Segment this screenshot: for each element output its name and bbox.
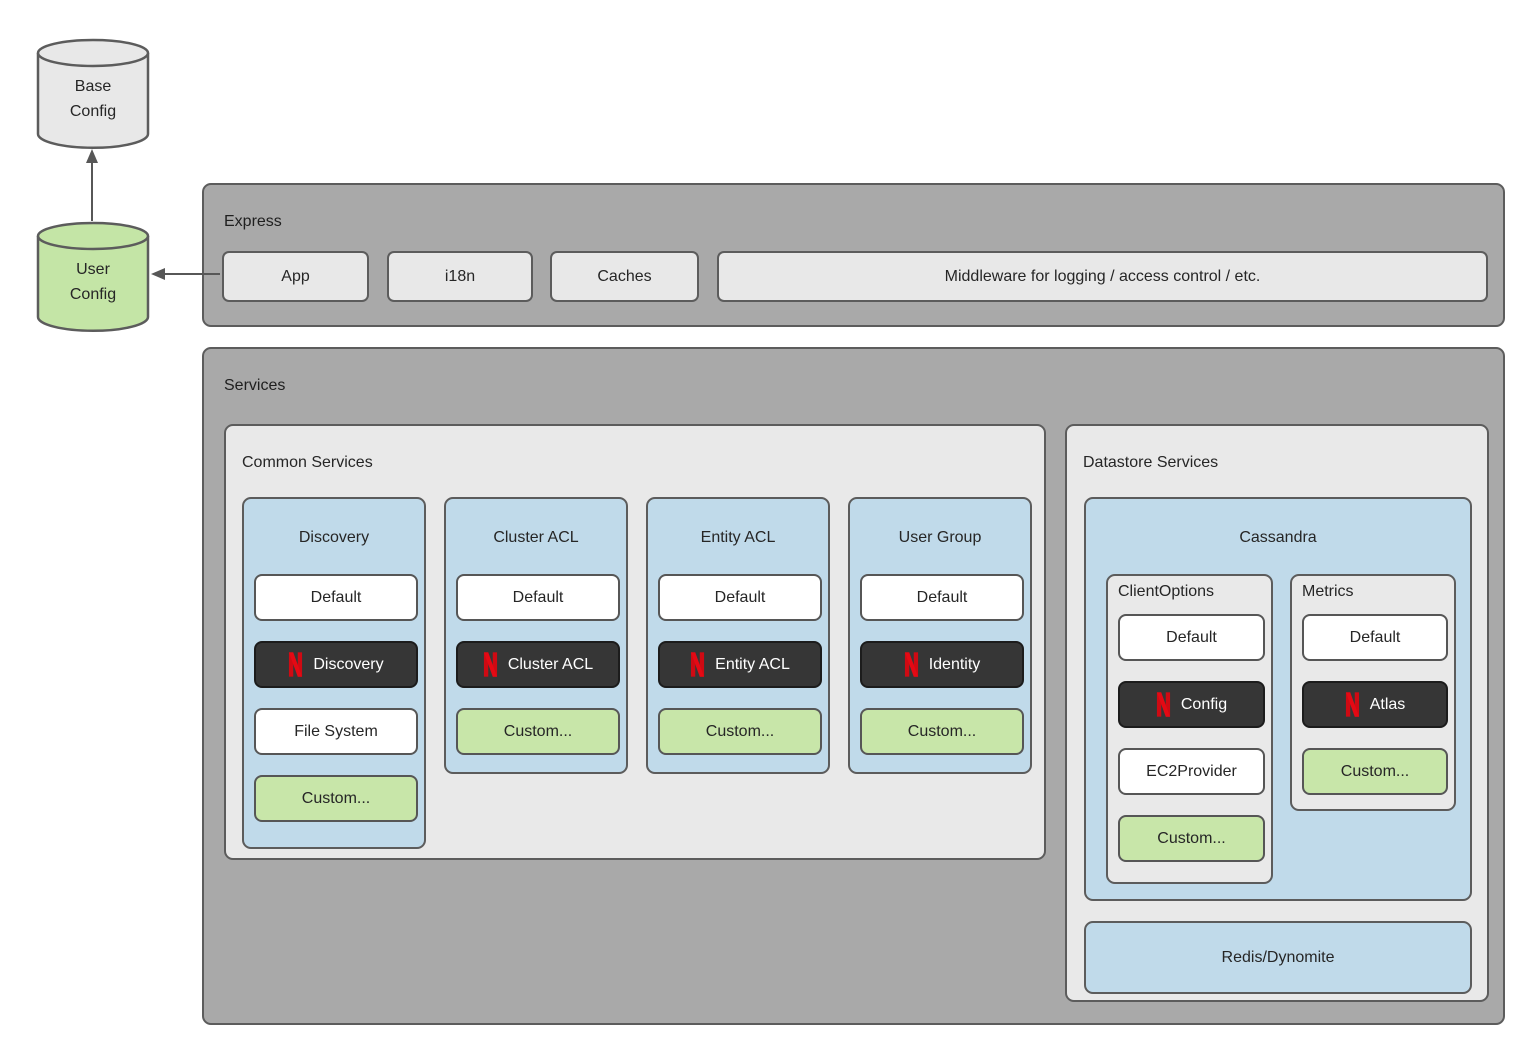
services-label: Services <box>224 377 286 394</box>
discovery-item-custom: Custom... <box>254 775 418 822</box>
netflix-n-icon <box>289 652 303 677</box>
clientoptions-item-config: Config <box>1118 681 1265 728</box>
datastore-services-label: Datastore Services <box>1083 454 1219 471</box>
entity-acl-item-default: Default <box>658 574 822 621</box>
item-label: Discovery <box>313 655 384 673</box>
arrow-left-icon <box>151 268 165 280</box>
cassandra-card: Cassandra ClientOptions Default Config E… <box>1084 497 1472 901</box>
netflix-n-icon <box>1345 692 1359 717</box>
base-config-line2: Config <box>69 103 117 120</box>
metrics-item-custom: Custom... <box>1302 748 1448 795</box>
user-config-label: User Config <box>36 221 150 333</box>
cylinder-shape-icon <box>36 221 150 333</box>
netflix-n-icon <box>1156 692 1170 717</box>
discovery-card-title: Discovery <box>298 529 370 546</box>
item-label: Entity ACL <box>715 655 790 673</box>
cassandra-card-title: Cassandra <box>1239 529 1317 546</box>
clientoptions-item-default: Default <box>1118 614 1265 661</box>
user-group-card: User Group Default Identity Custom... <box>848 497 1032 774</box>
discovery-item-netflix-discovery: Discovery <box>254 641 418 688</box>
metrics-item-default: Default <box>1302 614 1448 661</box>
base-config-cylinder: Base Config <box>36 38 150 150</box>
clientoptions-subcard: ClientOptions Default Config EC2Provider… <box>1106 574 1273 884</box>
cluster-acl-card: Cluster ACL Default Cluster ACL Custom..… <box>444 497 628 774</box>
entity-acl-card-title: Entity ACL <box>700 529 776 546</box>
common-services-panel: Common Services Discovery Default Discov… <box>224 424 1046 860</box>
entity-acl-item-custom: Custom... <box>658 708 822 755</box>
user-group-card-title: User Group <box>898 529 982 546</box>
datastore-services-panel: Datastore Services Cassandra ClientOptio… <box>1065 424 1489 1002</box>
discovery-item-default: Default <box>254 574 418 621</box>
cluster-acl-item-netflix: Cluster ACL <box>456 641 620 688</box>
redis-dynomite-box: Redis/Dynomite <box>1084 921 1472 994</box>
cylinder-shape-icon <box>36 38 150 150</box>
cluster-acl-item-custom: Custom... <box>456 708 620 755</box>
metrics-subcard: Metrics Default Atlas Custom... <box>1290 574 1456 811</box>
entity-acl-card: Entity ACL Default Entity ACL Custom... <box>646 497 830 774</box>
user-config-line1: User <box>76 261 110 278</box>
cluster-acl-item-default: Default <box>456 574 620 621</box>
user-group-item-identity: Identity <box>860 641 1024 688</box>
item-label: Config <box>1180 695 1228 713</box>
clientoptions-item-ec2provider: EC2Provider <box>1118 748 1265 795</box>
base-config-label: Base Config <box>36 38 150 150</box>
arrow-up-icon <box>86 149 98 163</box>
services-container: Services Common Services Discovery Defau… <box>202 347 1505 1025</box>
netflix-n-icon <box>904 652 918 677</box>
clientoptions-label: ClientOptions <box>1118 583 1215 600</box>
express-container: Express App i18n Caches Middleware for l… <box>202 183 1505 327</box>
item-label: Identity <box>928 655 981 673</box>
metrics-label: Metrics <box>1302 583 1354 600</box>
express-box-i18n: i18n <box>387 251 533 302</box>
express-box-caches: Caches <box>550 251 699 302</box>
clientoptions-item-custom: Custom... <box>1118 815 1265 862</box>
entity-acl-item-netflix: Entity ACL <box>658 641 822 688</box>
discovery-item-file-system: File System <box>254 708 418 755</box>
item-label: Cluster ACL <box>507 655 594 673</box>
discovery-card: Discovery Default Discovery File System … <box>242 497 426 849</box>
metrics-item-atlas: Atlas <box>1302 681 1448 728</box>
item-label: Atlas <box>1369 695 1406 713</box>
user-config-cylinder: User Config <box>36 221 150 333</box>
base-config-line1: Base <box>74 78 112 95</box>
user-group-item-default: Default <box>860 574 1024 621</box>
express-box-app: App <box>222 251 369 302</box>
cluster-acl-card-title: Cluster ACL <box>493 529 579 546</box>
user-config-line2: Config <box>69 286 117 303</box>
user-group-item-custom: Custom... <box>860 708 1024 755</box>
netflix-n-icon <box>483 652 497 677</box>
common-services-label: Common Services <box>242 454 373 471</box>
express-label: Express <box>224 213 282 230</box>
netflix-n-icon <box>691 652 705 677</box>
express-box-middleware: Middleware for logging / access control … <box>717 251 1488 302</box>
